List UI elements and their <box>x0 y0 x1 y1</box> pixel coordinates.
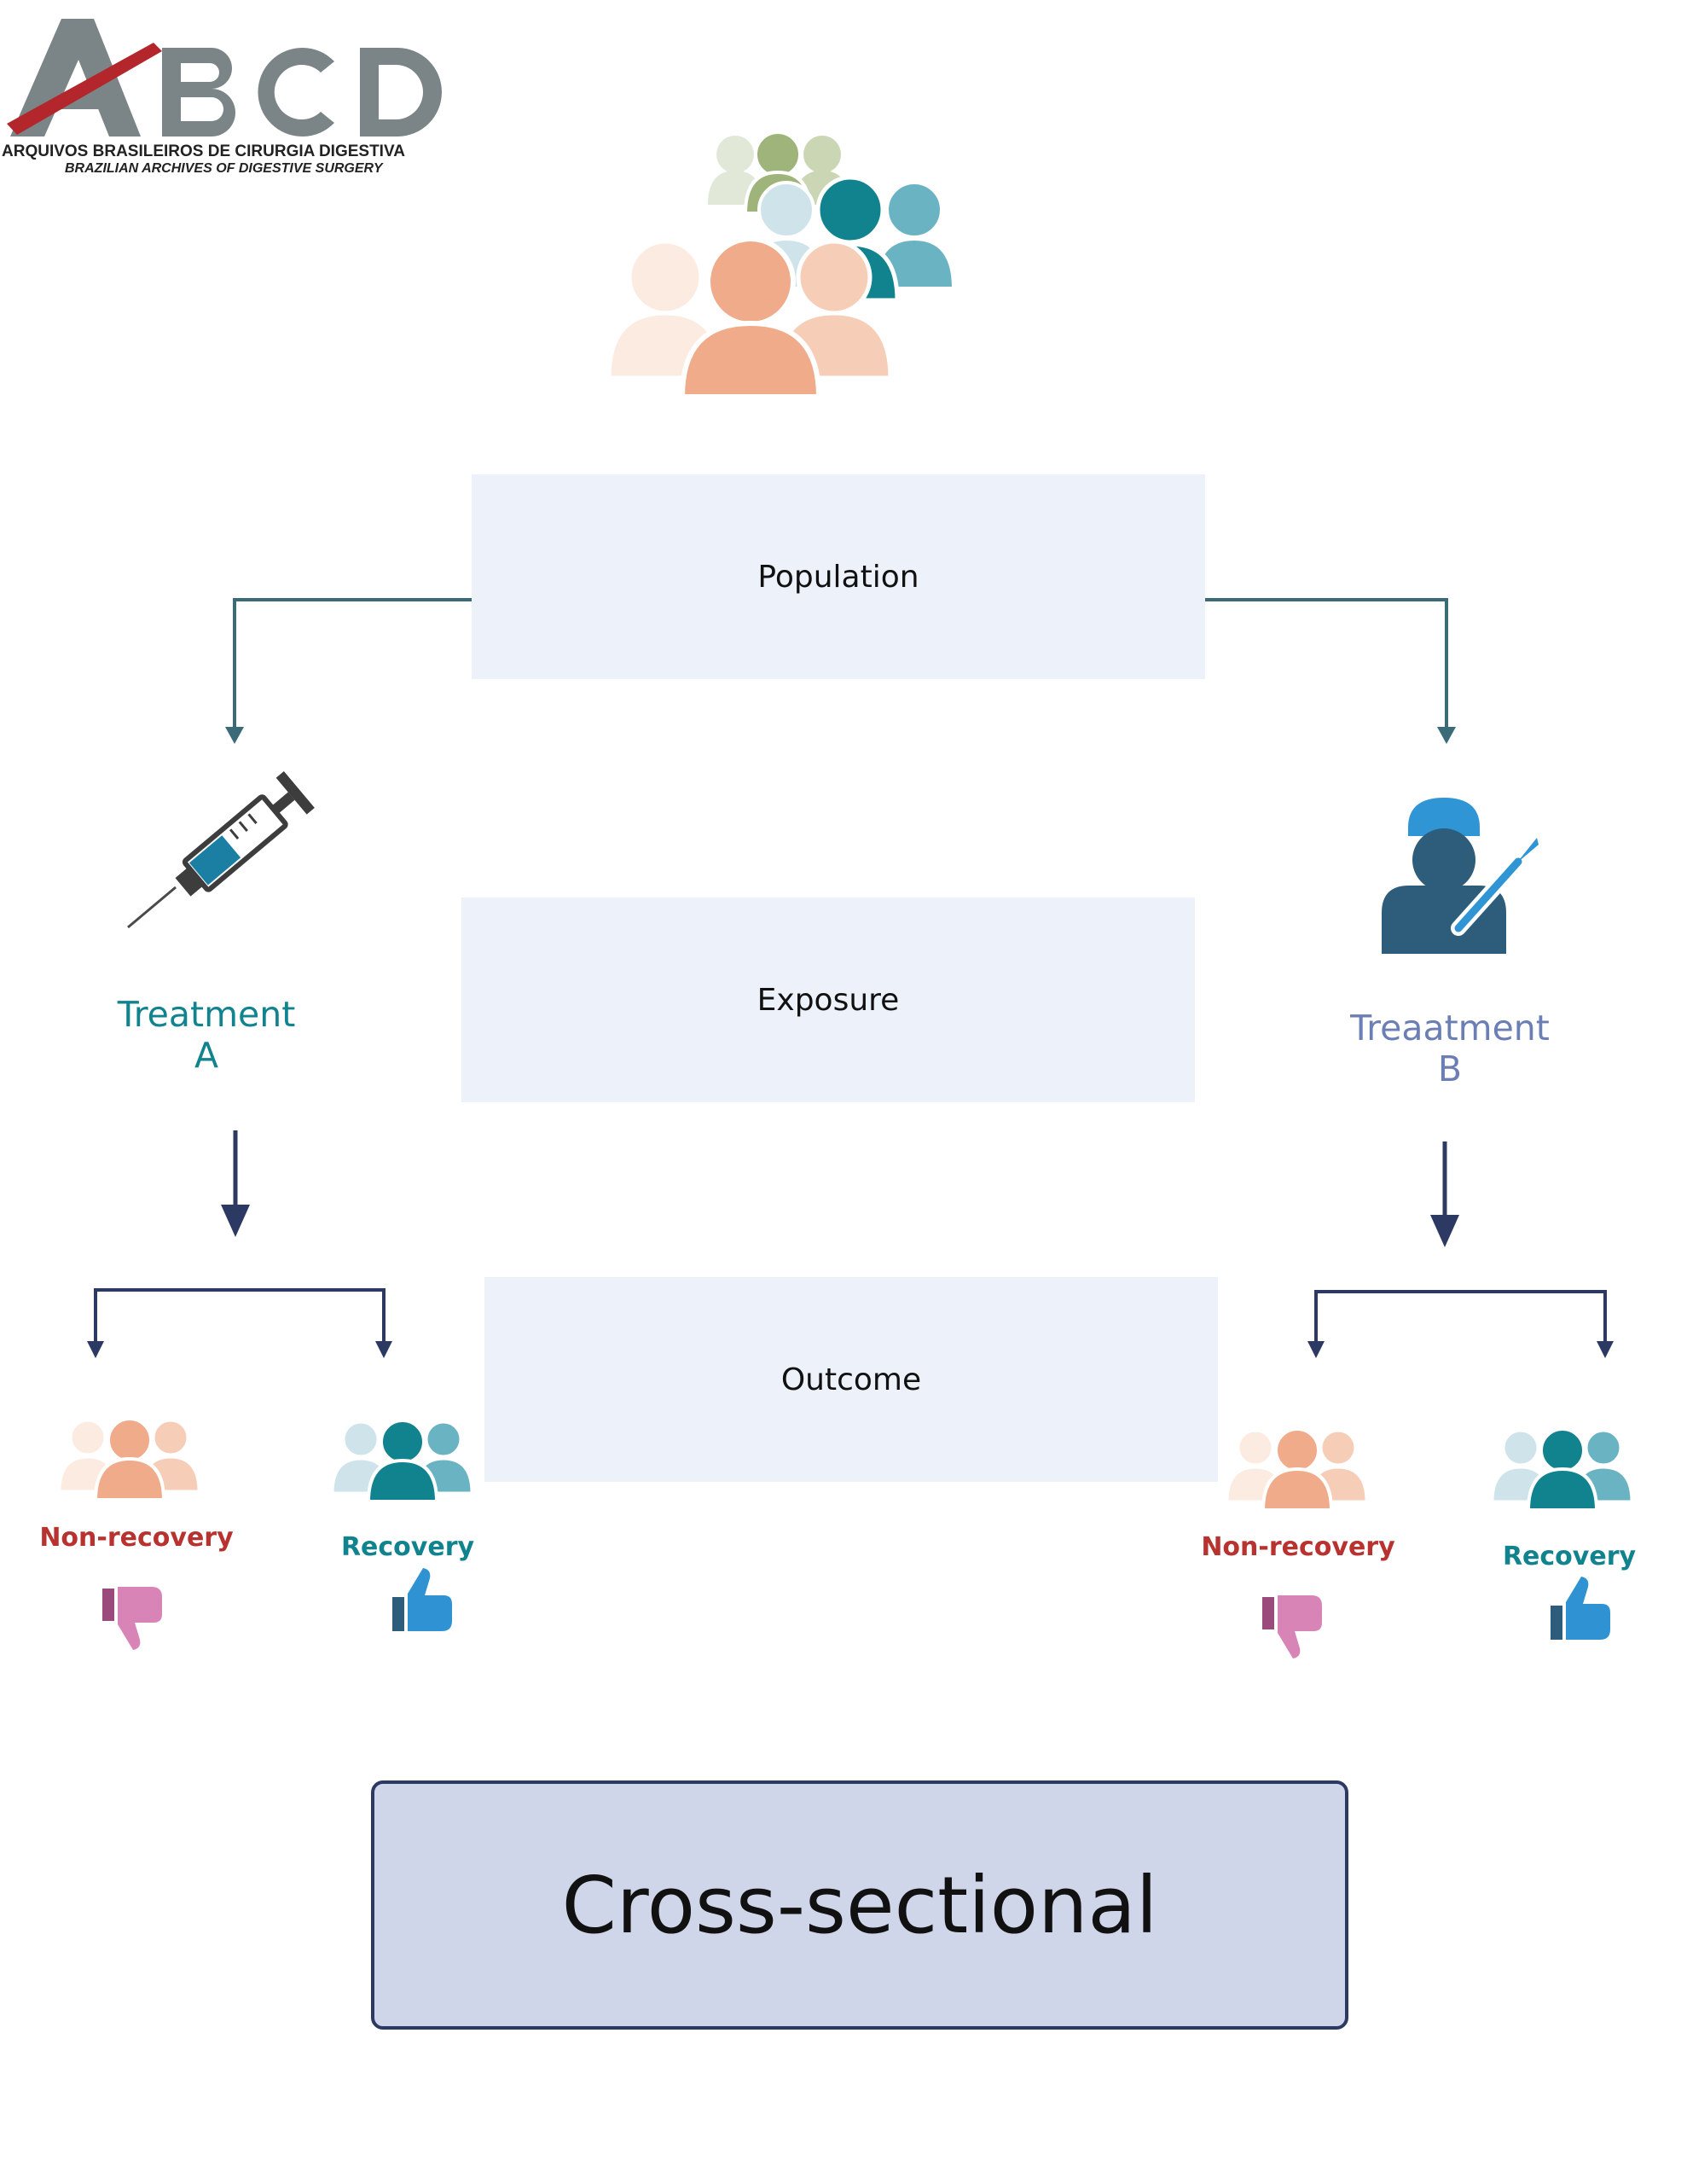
treatment-a-line2: A <box>194 1035 219 1076</box>
non-recovery-group-icon-left <box>58 1417 200 1502</box>
treatment-a-label: Treatment A <box>104 994 309 1076</box>
syringe-icon <box>127 770 315 929</box>
thumb-up-icon-left <box>392 1568 452 1631</box>
outcome-box: Outcome <box>484 1277 1218 1482</box>
thumb-down-icon-right <box>1262 1595 1322 1658</box>
arrowhead-left-outcome <box>221 1205 250 1237</box>
exposure-label: Exposure <box>757 982 900 1018</box>
treatment-b-label: Treaatment B <box>1330 1008 1569 1089</box>
study-design-box: Cross-sectional <box>371 1780 1348 2030</box>
population-label: Population <box>757 559 919 595</box>
arrowhead-right-treatment <box>1437 727 1456 744</box>
outcome-split-arrows <box>94 1288 1607 1346</box>
logo-title-en: BRAZILIAN ARCHIVES OF DIGESTIVE SURGERY <box>65 161 383 176</box>
recovery-label-left: Recovery <box>340 1532 475 1562</box>
treatment-down-arrows <box>233 1130 1447 1216</box>
thumb-up-icon-right <box>1551 1577 1610 1640</box>
logo-title-pt: ARQUIVOS BRASILEIROS DE CIRURGIA DIGESTI… <box>2 142 405 160</box>
population-crowd-icon <box>606 131 956 399</box>
study-design-label: Cross-sectional <box>561 1859 1158 1951</box>
thumb-down-icon-left <box>102 1587 162 1650</box>
arrowhead-left-treatment <box>225 727 244 744</box>
exposure-box: Exposure <box>461 897 1195 1102</box>
abcd-logo <box>7 19 442 137</box>
population-split-arrows <box>233 598 1448 734</box>
treatment-b-line1: Treaatment <box>1350 1008 1550 1048</box>
recovery-group-icon-left <box>331 1419 473 1503</box>
surgeon-icon <box>1382 798 1539 954</box>
recovery-label-right: Recovery <box>1502 1542 1637 1571</box>
recovery-group-icon-right <box>1491 1427 1633 1512</box>
arrowhead-right-outcome <box>1430 1215 1459 1247</box>
treatment-a-line1: Treatment <box>117 994 296 1035</box>
non-recovery-label-left: Non-recovery <box>39 1523 234 1553</box>
outcome-label: Outcome <box>780 1362 922 1397</box>
treatment-b-line2: B <box>1437 1048 1463 1089</box>
outcome-arrowheads <box>87 1341 1614 1358</box>
non-recovery-group-icon-right <box>1226 1427 1368 1512</box>
non-recovery-label-right: Non-recovery <box>1201 1532 1395 1562</box>
population-box: Population <box>472 474 1205 679</box>
